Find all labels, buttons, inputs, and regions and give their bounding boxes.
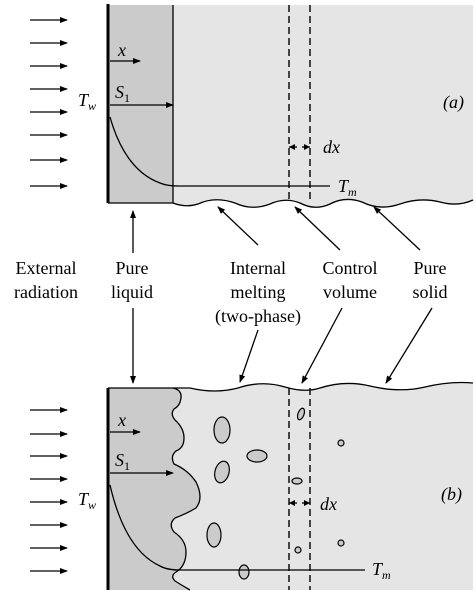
x-label-b: x — [117, 410, 126, 430]
external-radiation-label-line1: External — [16, 258, 77, 278]
dx-arrowhead-right-b — [304, 500, 310, 506]
diagram-a: x S1 Tw Tm dx (a) — [30, 4, 474, 208]
wall-temp-label-b: Tw — [78, 489, 96, 512]
liquid-inclusion — [206, 522, 222, 548]
radiation-arrows-a — [30, 17, 68, 189]
liquid-inclusion — [291, 477, 303, 485]
region-labels: External radiation Pure liquid Internal … — [14, 206, 448, 384]
liquid-inclusion — [337, 439, 345, 447]
wall-temp-label-a: Tw — [78, 90, 96, 113]
liquid-inclusion — [294, 546, 302, 554]
solid-top-boundary-b — [173, 381, 474, 392]
melt-front-b — [170, 387, 201, 591]
control-volume-label-line2: volume — [323, 282, 377, 302]
dx-arrowhead-right-a — [304, 144, 310, 150]
temperature-profile-a — [109, 116, 330, 187]
pure-solid-label-line2: solid — [412, 282, 447, 302]
control-volume-pointer-down — [301, 307, 343, 384]
liquid-inclusion — [337, 539, 345, 547]
diagram-a-tag: (a) — [443, 92, 464, 113]
diagram-b-tag: (b) — [441, 484, 462, 505]
pure-solid-label-line1: Pure — [414, 258, 447, 278]
pure-liquid-region-a — [108, 5, 173, 203]
dx-arrowhead-left-b — [289, 500, 295, 506]
dx-arrowhead-left-a — [289, 144, 295, 150]
diagram-b: x S1 Tw Tm dx (b) — [30, 381, 474, 591]
liquid-inclusion — [214, 460, 230, 484]
internal-melting-pointer-down — [239, 329, 259, 383]
liquid-inclusion — [246, 449, 268, 463]
s1-label-b: S1 — [115, 450, 130, 473]
liquid-inclusions-b — [206, 407, 345, 580]
external-radiation-label-line2: radiation — [14, 282, 78, 302]
melt-temp-label-b: Tm — [372, 559, 391, 582]
pure-liquid-label-line2: liquid — [111, 282, 153, 302]
internal-melting-label-line1: Internal — [230, 258, 286, 278]
s1-label-a: S1 — [115, 82, 130, 105]
liquid-inclusion — [296, 407, 306, 421]
internal-melting-label-line2: melting — [231, 282, 286, 302]
control-volume-pointer-up — [294, 206, 341, 251]
dx-label-a: dx — [323, 137, 340, 157]
x-label-a: x — [117, 40, 126, 60]
solid-boundary-a — [108, 198, 474, 208]
pure-solid-pointer-down — [385, 307, 433, 384]
dx-label-b: dx — [320, 494, 337, 514]
internal-melting-pointer-up — [217, 206, 259, 246]
pure-liquid-label-line1: Pure — [116, 258, 149, 278]
control-volume-label-line1: Control — [322, 258, 377, 278]
melt-temp-label-a: Tm — [338, 176, 357, 199]
pure-solid-pointer-up — [373, 206, 421, 251]
temperature-profile-b — [109, 484, 365, 571]
liquid-inclusion — [213, 416, 231, 444]
liquid-inclusion — [238, 564, 250, 580]
two-phase-solid-region-b — [108, 382, 473, 590]
radiation-arrows-b — [30, 407, 68, 574]
pure-solid-region-a — [173, 5, 473, 208]
internal-melting-label-line3: (two-phase) — [215, 306, 301, 327]
